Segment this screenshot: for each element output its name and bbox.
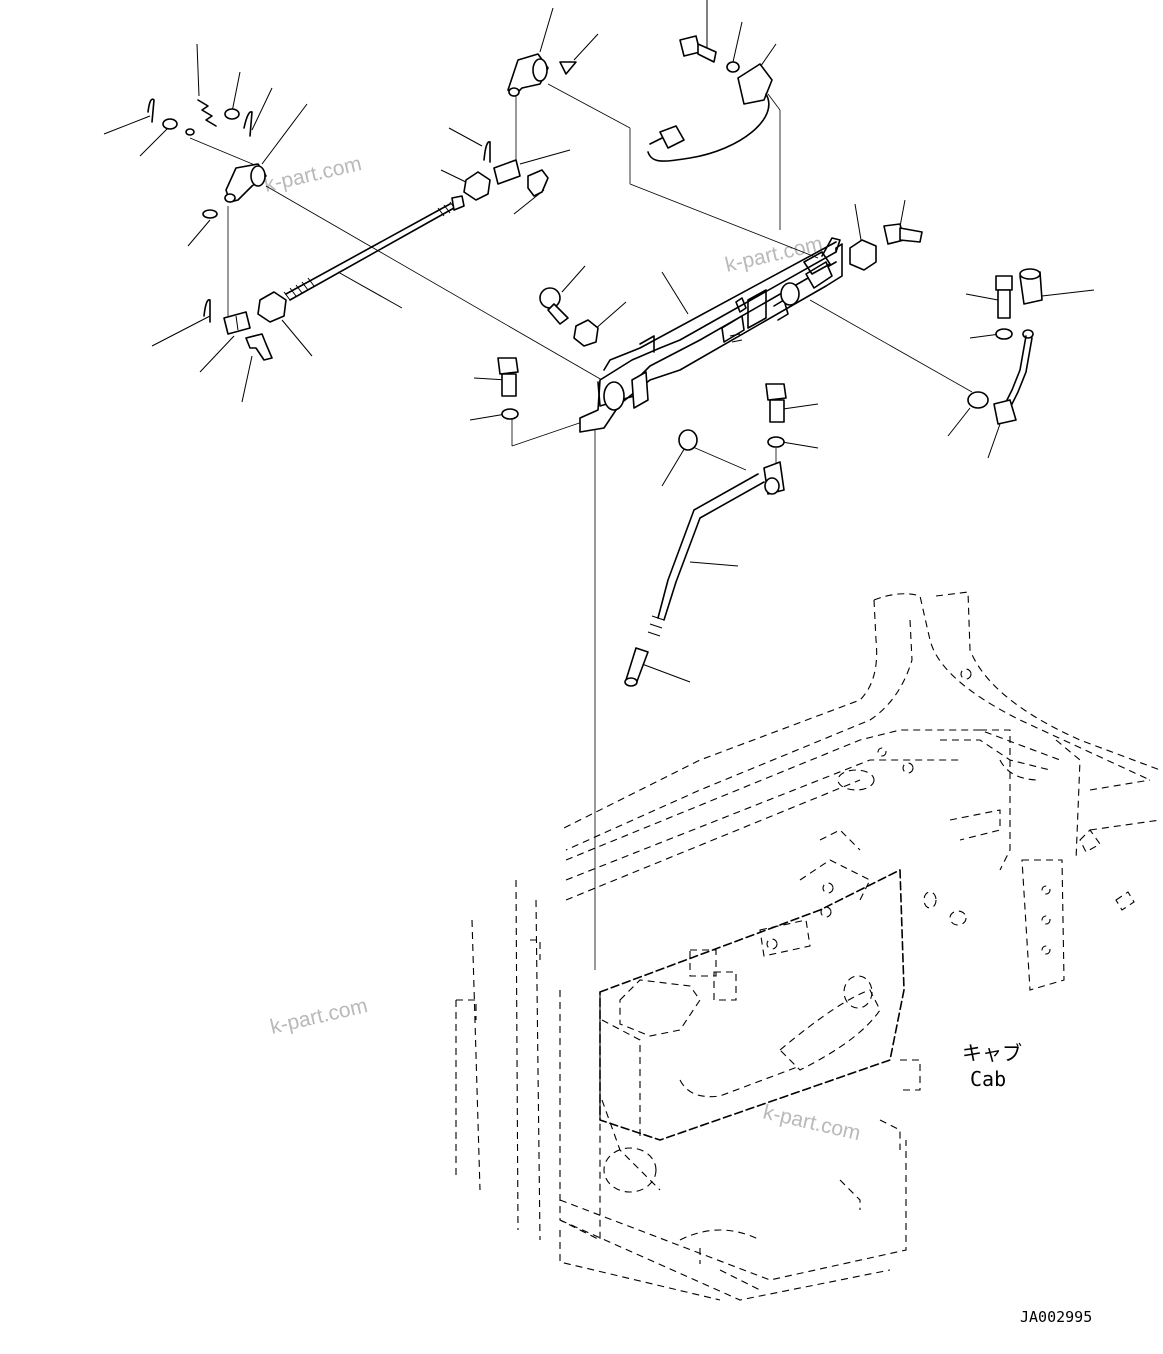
cab-label: キャブ Cab <box>962 1041 1022 1091</box>
washer-1 <box>162 118 178 130</box>
console-outline <box>599 869 905 1141</box>
watermark-1: k-part.com <box>262 152 364 197</box>
drawing-code: JA002995 <box>1020 1308 1092 1326</box>
bolt-head-c <box>765 383 787 401</box>
clevis-pin-upper <box>527 169 549 197</box>
nut-d <box>849 239 877 271</box>
washer-2 <box>224 108 240 120</box>
position-sensor <box>737 63 773 105</box>
bolt-head-b <box>497 357 519 375</box>
washer-b <box>501 408 519 420</box>
bracket-cutout <box>747 289 767 329</box>
bolt-shank-top <box>697 43 717 63</box>
cab-frame <box>455 591 1161 1301</box>
bolt-head-a <box>539 287 561 309</box>
bushing-lower <box>678 429 698 451</box>
bolt-head-top <box>679 35 701 57</box>
watermark-3: k-part.com <box>268 994 370 1039</box>
bracket-boss-right <box>780 282 800 306</box>
bushing-right <box>967 391 989 409</box>
key-wedge <box>559 61 577 75</box>
bolt-shank-e <box>997 289 1011 319</box>
cab-label-japanese: キャブ <box>962 1041 1022 1065</box>
bracket-slot <box>631 371 649 409</box>
washer-e <box>995 328 1013 340</box>
upper-middle-parts <box>463 35 773 201</box>
bracket-spring <box>729 333 743 343</box>
cotter-pin-1 <box>147 98 155 123</box>
bolt-shank-d <box>899 227 923 243</box>
rod-right <box>1003 335 1027 407</box>
bracket-body <box>579 243 843 433</box>
cotter-pin-3 <box>483 141 491 163</box>
spring <box>197 99 217 127</box>
bolts-washers <box>497 223 1043 448</box>
lower-lever <box>624 429 785 687</box>
bolt-shank-c <box>769 399 785 423</box>
washer-top <box>726 61 740 73</box>
clevis-upper <box>493 159 521 185</box>
lever-pin-hole <box>224 193 236 203</box>
cotter-pin-4 <box>203 299 211 323</box>
hex-nut-upper <box>463 171 491 201</box>
leader-lines <box>103 0 1095 970</box>
clevis-pin-lower <box>245 333 273 361</box>
bolt-shank-a <box>547 303 569 325</box>
nut-a <box>573 319 599 347</box>
control-rod <box>285 203 451 295</box>
bolt-head-e <box>995 275 1013 291</box>
cab-label-english: Cab <box>970 1067 1006 1091</box>
rod-end-right <box>993 399 1017 425</box>
clevis-pin-small <box>202 209 218 219</box>
lower-rod-thread <box>647 615 665 637</box>
bolt-shank-b <box>501 373 517 397</box>
lever-boss <box>250 165 266 187</box>
small-washer <box>185 128 195 136</box>
watermark-4: k-part.com <box>761 1100 863 1145</box>
cotter-pin-2 <box>243 111 253 137</box>
sensor-connector <box>659 125 685 149</box>
hex-nut-lower <box>257 291 287 323</box>
lower-lever-rod <box>657 473 759 619</box>
washer-c <box>767 436 785 448</box>
bracket-bushing-hole <box>603 381 625 411</box>
upper-lever-boss <box>532 58 548 82</box>
lever-assembly-left <box>147 98 491 361</box>
rod-thread-lower <box>283 277 315 301</box>
main-bracket <box>579 237 843 433</box>
sensor-wire <box>647 93 770 162</box>
